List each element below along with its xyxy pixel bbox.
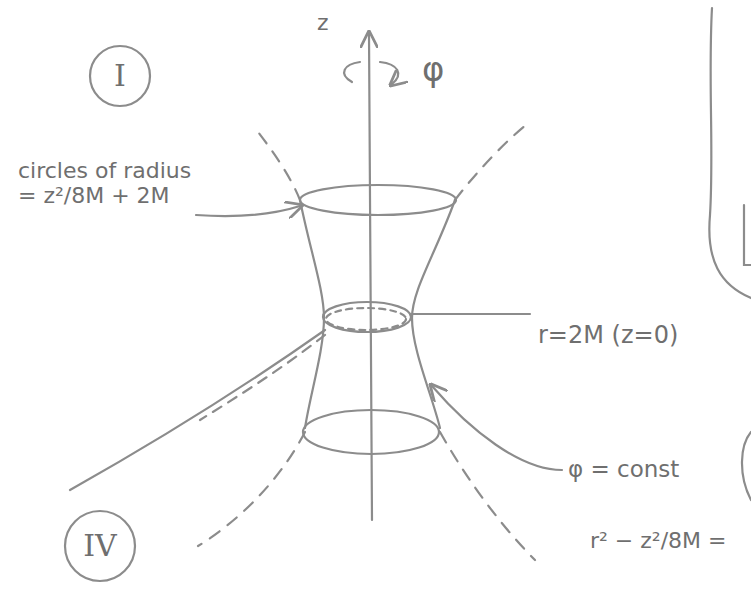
plane-line — [200, 335, 325, 420]
panel-fragment — [742, 432, 751, 500]
circle-bottom — [303, 410, 439, 454]
region-numeral: I — [114, 61, 126, 91]
axis-label: φ — [422, 50, 444, 89]
rotation-arrow — [344, 62, 398, 84]
region-numeral: IV — [83, 531, 117, 561]
circled-numeral: I — [88, 44, 152, 108]
surface-extension — [198, 432, 305, 546]
leader-line — [412, 313, 530, 315]
surface-extension — [255, 128, 300, 200]
plane-line — [70, 330, 325, 490]
circled-numeral: IV — [63, 509, 137, 583]
panel-fragment — [744, 205, 751, 265]
surface-extension — [455, 124, 527, 200]
annotation: φ = const — [568, 456, 679, 482]
annotation: r² − z²/8M = — [590, 528, 726, 553]
leader-arrow — [432, 386, 562, 470]
annotation: circles of radius = z²/8M + 2M — [18, 158, 198, 209]
z-axis — [369, 34, 372, 520]
throat-circle — [323, 302, 411, 332]
circle-outline — [90, 46, 150, 106]
circle-top — [300, 185, 456, 215]
axis-label: z — [317, 10, 329, 35]
panel-border — [709, 8, 751, 298]
surface-profile — [300, 200, 324, 428]
leader-arrow — [196, 206, 300, 216]
surface-extension — [440, 432, 535, 560]
circle-outline — [65, 511, 135, 581]
annotation: r=2M (z=0) — [538, 322, 678, 350]
throat-circle — [326, 308, 406, 330]
